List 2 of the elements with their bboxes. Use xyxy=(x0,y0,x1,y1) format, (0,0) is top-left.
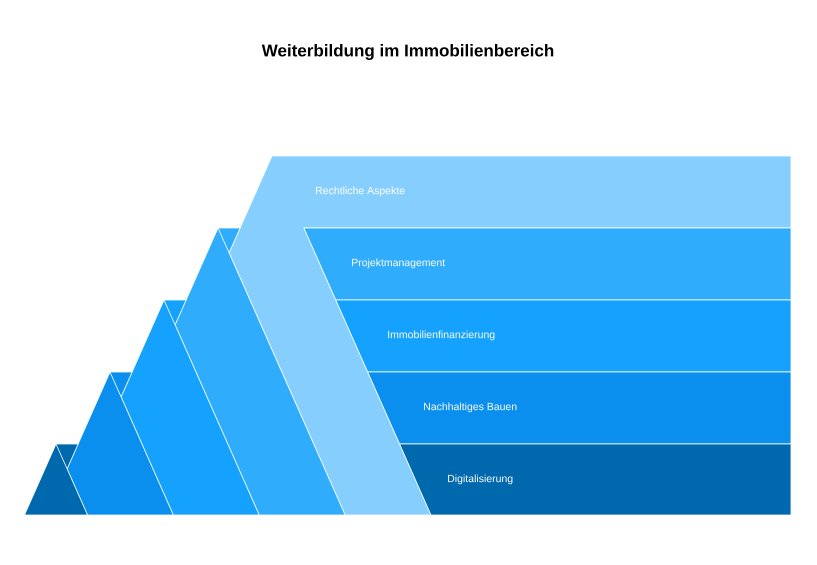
title: Weiterbildung im Immobilienbereich xyxy=(262,44,554,60)
step-band: Digitalisierung xyxy=(24,444,792,516)
